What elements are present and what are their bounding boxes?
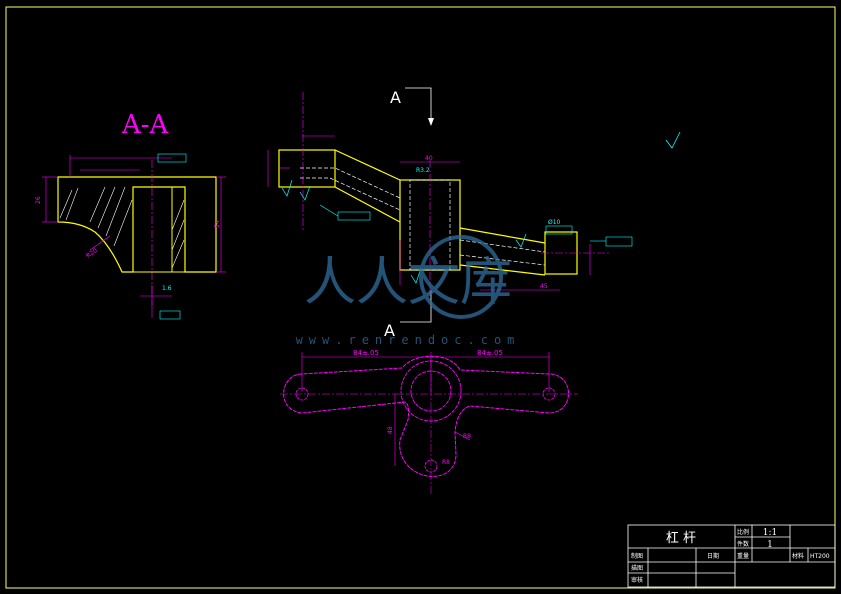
title-weight-label: 重量 <box>737 552 749 560</box>
section-dim-r20: R20 <box>85 247 99 260</box>
upper-arm <box>334 149 401 223</box>
title-row-checker: 审核 <box>631 576 643 584</box>
lower-arm <box>459 227 546 276</box>
watermark-sub: www.renrendoc.com <box>296 333 521 347</box>
title-scale-label: 比例 <box>737 528 749 536</box>
section-dim-roughness: 1.6 <box>162 285 172 292</box>
title-row-drawer: 描图 <box>631 564 643 572</box>
section-view-a-a: A-A 26 54 R20 <box>35 110 226 320</box>
section-hole <box>132 186 173 273</box>
plan-dim-vertical: 48 <box>387 426 394 434</box>
watermark-logo-ring <box>419 235 503 319</box>
roughness-note <box>665 131 681 149</box>
front-view: A A 40 45 R3.2 <box>267 87 681 340</box>
section-mark-bottom: A <box>384 321 395 340</box>
section-label: A-A <box>121 110 170 140</box>
section-dim-54: 54 <box>214 220 221 228</box>
sheet-border <box>5 6 836 589</box>
section-outline <box>57 176 217 273</box>
title-scale-value: 1:1 <box>763 528 777 538</box>
section-hatch <box>59 186 185 269</box>
title-row-designer: 制图 <box>631 552 643 560</box>
section-mark-top: A <box>390 88 401 107</box>
title-material-label: 材料 <box>792 552 804 560</box>
watermark: 人人文库 www.renrendoc.com <box>296 235 521 347</box>
front-dim-45: 45 <box>540 283 548 290</box>
title-block <box>627 524 836 588</box>
plan-dim-radius: R8 <box>463 433 471 440</box>
title-qty-label: 件数 <box>737 540 749 548</box>
title-material-value: HT200 <box>810 553 830 560</box>
plan-dim-hole: R8 <box>442 459 450 466</box>
plan-view: 84±.05 84±.05 48 R8 R8 <box>280 349 578 495</box>
plan-dim-left: 84±.05 <box>353 349 379 357</box>
plan-dim-right: 84±.05 <box>477 349 503 357</box>
title-part-name: 杠 杆 <box>666 530 696 546</box>
watermark-text: 人人文库 <box>304 253 512 313</box>
front-dim-40: 40 <box>425 155 433 162</box>
title-block-text: 杠 杆 比例 1:1 件数 1 重量 材料 HT200 制图 日期 描图 审核 <box>631 528 830 584</box>
front-roughness-label: R3.2 <box>416 167 430 174</box>
right-callout-text: Ø10 <box>548 219 561 226</box>
lever-outline <box>283 355 569 477</box>
title-date-label: 日期 <box>707 552 719 560</box>
section-dim-26: 26 <box>35 196 42 204</box>
left-boss <box>278 149 336 188</box>
title-qty-value: 1 <box>767 540 773 550</box>
